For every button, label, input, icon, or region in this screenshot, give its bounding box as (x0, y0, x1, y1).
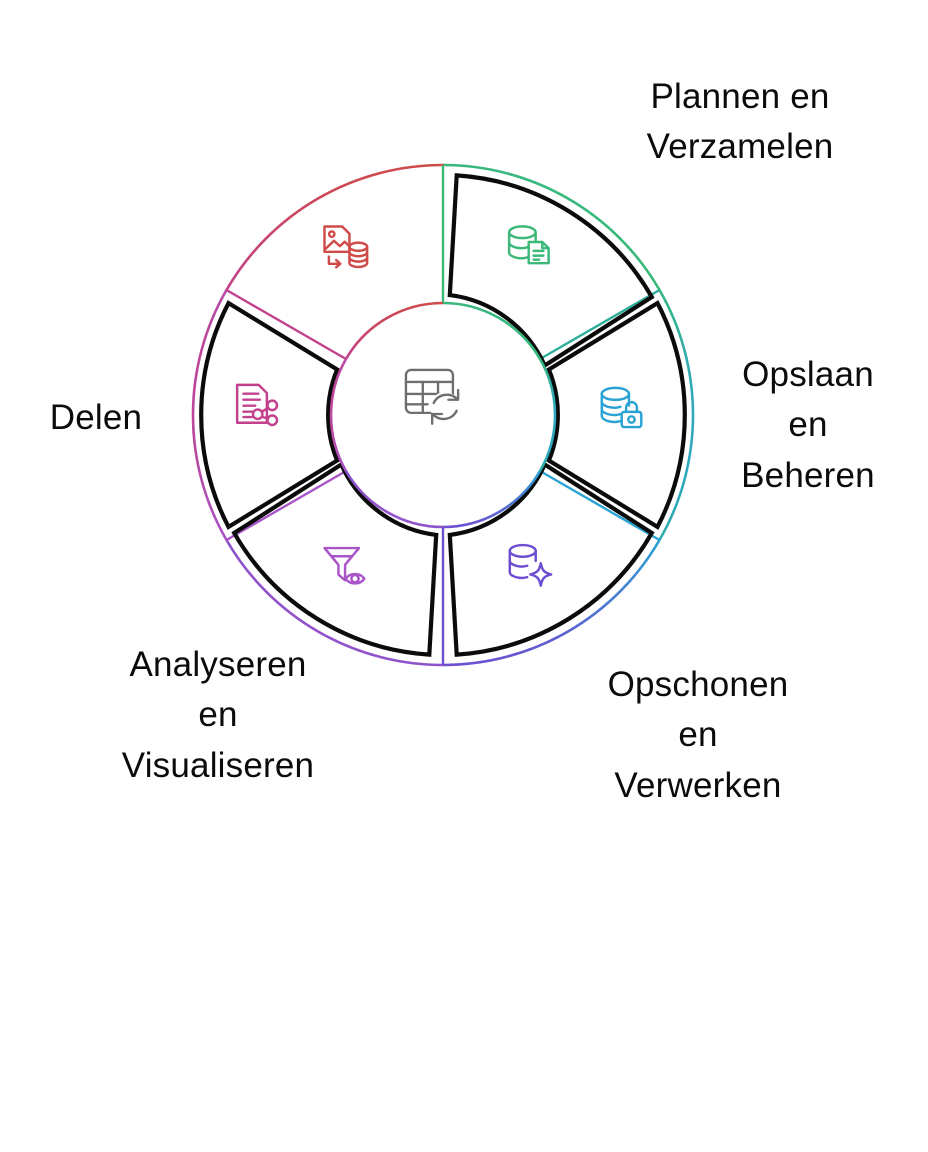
segment-outline-analyseren (231, 461, 439, 657)
segment-outline-opschonen (447, 461, 655, 657)
ring-spokes (225, 165, 661, 665)
segment-outlines (199, 173, 687, 657)
outer-ring (191, 163, 695, 667)
segment-outline-delen (199, 300, 340, 530)
ring-arc-transformeren (225, 163, 445, 292)
ring-arc-opschonen (441, 538, 661, 667)
table-sync-icon (404, 368, 461, 425)
ring-arc-plannen (441, 163, 661, 292)
hub-arc-2 (538, 358, 557, 472)
ring-arc-analyseren (225, 538, 445, 667)
ring-arc-opslaan (658, 288, 695, 542)
segment-outline-plannen (447, 173, 655, 369)
hub-arc-6 (344, 301, 444, 360)
segment-outline-opslaan (546, 300, 687, 530)
hub-arc-1 (442, 301, 542, 360)
ring-arc-delen (191, 288, 228, 542)
document-share-icon (235, 383, 279, 427)
hub-arc-4 (344, 470, 444, 529)
hub-arc-3 (442, 470, 542, 529)
spoke-upper-left (225, 288, 347, 361)
database-document-icon (507, 225, 550, 265)
spoke-lower-left (225, 469, 347, 542)
hub-arc-5 (329, 358, 348, 472)
spoke-lower-right (539, 469, 661, 542)
database-sparkle-icon (508, 543, 553, 587)
center-hub (329, 301, 557, 529)
image-to-database-icon (323, 225, 369, 269)
spoke-upper-right (539, 288, 661, 361)
filter-eye-icon (323, 546, 366, 585)
database-lock-icon (600, 386, 643, 429)
